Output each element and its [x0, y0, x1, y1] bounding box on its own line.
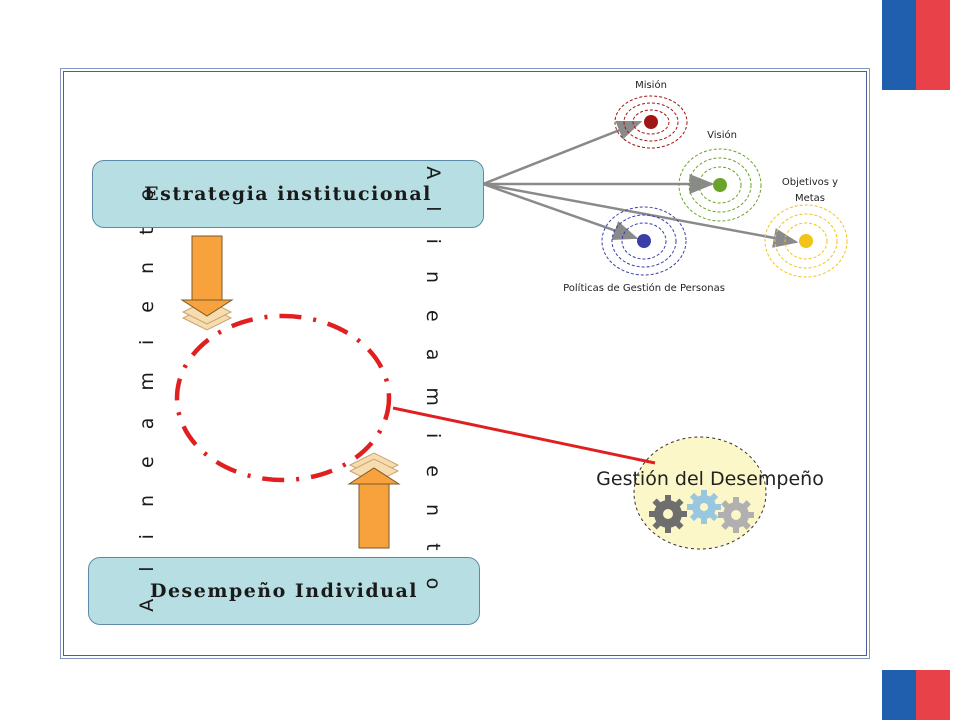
arrow-up-icon — [347, 452, 401, 549]
objetivos-label-line2: Metas — [794, 193, 826, 204]
vision-label: Visión — [707, 130, 737, 141]
politicas-target-icon — [601, 206, 687, 276]
arrow-to-politicas — [482, 182, 639, 240]
flag-blue-stripe — [882, 0, 916, 90]
arrow-to-objetivos — [482, 182, 799, 248]
alineamiento-label-left: A l i n e a m i e n t o — [136, 178, 158, 612]
politicas-dot — [637, 234, 651, 248]
objetivos-target-icon — [764, 204, 848, 278]
flag-blue-stripe — [882, 670, 916, 720]
arrow-down-icon — [180, 235, 234, 331]
alineamiento-label-right: A l i n e a m i e n t o — [422, 166, 444, 600]
diagram-frame — [60, 68, 870, 659]
gears-icon — [649, 490, 754, 533]
connector-line — [392, 406, 656, 465]
flag-decoration-bottom — [882, 670, 950, 720]
gestion-label: Gestión del Desempeño — [596, 468, 824, 490]
arrow-to-mision — [482, 120, 643, 186]
estrategia-box: Estrategia institucional — [92, 160, 484, 228]
vision-target-icon — [678, 148, 762, 222]
desempeno-box: Desempeño Individual — [88, 557, 480, 625]
mision-target-icon — [614, 95, 688, 149]
alignment-circle — [174, 313, 392, 483]
flag-red-stripe — [916, 0, 950, 90]
objetivos-label-line1: Objetivos y — [781, 177, 839, 188]
politicas-label: Políticas de Gestión de Personas — [563, 283, 725, 294]
objetivos-dot — [799, 234, 813, 248]
mision-dot — [644, 115, 658, 129]
flag-decoration-top — [882, 0, 950, 90]
vision-dot — [713, 178, 727, 192]
flag-red-stripe — [916, 670, 950, 720]
objetivos-label: Objetivos y Metas — [770, 175, 850, 207]
mision-label: Misión — [635, 80, 667, 91]
gestion-ellipse — [633, 436, 767, 550]
